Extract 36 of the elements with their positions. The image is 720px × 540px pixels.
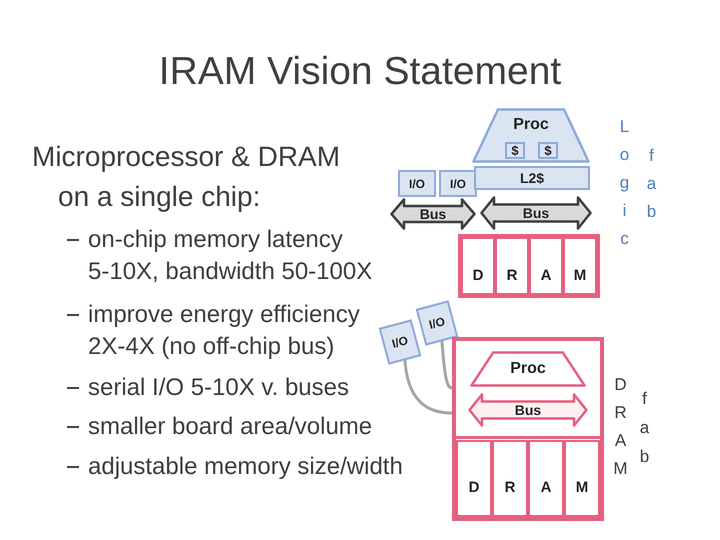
vertical-label: Logic	[614, 117, 634, 257]
sub-bullet-text: improve energy efficiency 2X-4X (no off-chip bus)	[64, 299, 360, 363]
slide-title: IRAM Vision Statement	[158, 49, 562, 95]
dram-column: R	[492, 440, 528, 517]
vertical-label: DRAM	[610, 375, 630, 487]
sub-bullet-text: serial I/O 5-10X v. buses	[64, 372, 349, 404]
cache-box: $	[538, 142, 558, 159]
dram-column: D	[456, 440, 492, 517]
io-box: I/O	[398, 170, 436, 197]
dram-column: A	[529, 237, 563, 295]
dram-column: A	[528, 440, 564, 517]
bus-block: Bus	[390, 198, 476, 230]
connector-line	[440, 340, 454, 390]
io-box: I/O	[378, 319, 422, 365]
vertical-label: fab	[634, 389, 654, 476]
processor-label: Proc	[513, 117, 549, 133]
connector-line	[403, 358, 454, 414]
chip-outline	[452, 337, 604, 521]
sub-bullet-text: smaller board area/volume	[64, 411, 372, 443]
io-box: I/O	[416, 300, 458, 346]
bus-block: Bus	[468, 393, 588, 427]
bus-block: Bus	[480, 196, 592, 230]
io-box: I/O	[439, 170, 477, 197]
processor-trapezoid	[472, 108, 590, 163]
dram-column: R	[495, 237, 529, 295]
processor-trapezoid: Proc	[470, 351, 586, 387]
dram-column: M	[564, 440, 600, 517]
cache-box: $	[505, 142, 525, 159]
sub-bullet-text: on-chip memory latency 5-10X, bandwidth 50-100X	[64, 224, 372, 288]
cache-bar: L2$	[474, 166, 590, 190]
sub-bullet-text: adjustable memory size/width	[64, 451, 403, 483]
dram-array-box	[458, 234, 600, 298]
dram-column: D	[461, 237, 495, 295]
vertical-label: fab	[641, 146, 661, 230]
bullet-text: Microprocessor & DRAM on a single chip:	[32, 140, 342, 214]
dram-column: M	[563, 237, 597, 295]
